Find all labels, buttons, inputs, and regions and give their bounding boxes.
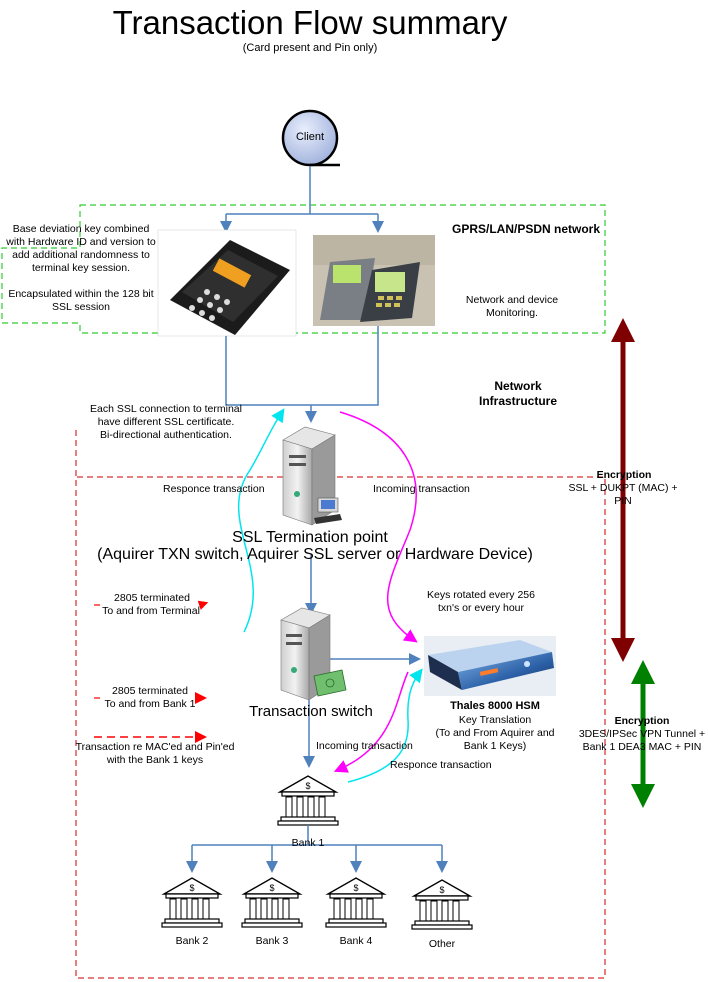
- bank4-label: Bank 4: [339, 935, 373, 947]
- incoming-transaction-bottom-label: Incoming transaction: [316, 740, 413, 752]
- encryption-arrow-bottom: [631, 660, 655, 808]
- incoming-arrow-bottom: [333, 671, 409, 773]
- red-marker-terminal-right: [197, 600, 209, 610]
- ssl-termination-subtitle: (Aquirer TXN switch, Aquirer SSL server …: [97, 546, 533, 563]
- terminal-image-1: [157, 229, 297, 337]
- client-node: [281, 109, 340, 167]
- terminal-note-para1: Base deviation key combined with Hardwar…: [6, 223, 156, 274]
- bank4-icon: $: [325, 877, 387, 928]
- svg-text:$: $: [269, 883, 274, 893]
- terminated-terminal-line1: 2805 terminated: [114, 592, 190, 604]
- svg-text:$: $: [439, 885, 444, 895]
- client-to-terminals-line: [225, 166, 379, 229]
- network-zone-border: [1, 204, 606, 334]
- bank2-icon: $: [161, 877, 223, 928]
- encryption-top-title: Encryption: [596, 469, 652, 481]
- terminated-terminal-line2: To and from Terminal: [102, 605, 200, 617]
- ssl-certificate-note: Each SSL connection to terminal have dif…: [90, 403, 242, 441]
- keys-rotated-note: Keys rotated every 256 txn's or every ho…: [427, 589, 535, 614]
- client-label: Client: [295, 131, 325, 143]
- acquirer-zone-border: [75, 430, 606, 979]
- incoming-arrow-top: [339, 411, 418, 643]
- svg-text:$: $: [353, 883, 358, 893]
- page-subtitle: (Card present and Pin only): [242, 42, 378, 54]
- encryption-bottom-detail: 3DES/IPSec VPN Tunnel + Bank 1 DEA3 MAC …: [578, 728, 706, 753]
- terminated-bank-line1: 2805 terminated: [112, 685, 188, 697]
- bank2-label: Bank 2: [175, 935, 209, 947]
- bank-tree-line: [191, 825, 443, 868]
- ssl-termination-title: SSL Termination point: [232, 529, 388, 546]
- svg-text:$: $: [305, 781, 310, 791]
- hsm-detail: (To and From Aquirer and Bank 1 Keys): [435, 727, 555, 752]
- ssl-server-icon: [282, 426, 342, 526]
- terminated-bank-line2: To and from Bank 1: [104, 698, 196, 710]
- encryption-bottom-title: Encryption: [614, 715, 670, 727]
- encryption-arrow-top: [611, 318, 635, 662]
- transaction-switch-label: Transaction switch: [249, 703, 373, 720]
- response-arrow-bottom: [347, 668, 423, 783]
- page-title: Transaction Flow summary: [112, 4, 508, 41]
- bank1-icon: $: [277, 775, 339, 826]
- bank-other-icon: $: [411, 879, 473, 930]
- incoming-transaction-top-label: Incoming transaction: [373, 483, 470, 495]
- bank-other-label: Other: [428, 938, 456, 950]
- network-zone-title: GPRS/LAN/PSDN network: [451, 222, 601, 236]
- responce-transaction-top-label: Responce transaction: [163, 483, 265, 495]
- remac-note: Transaction re MAC'ed and Pin'ed with th…: [75, 741, 235, 766]
- encryption-top-detail: SSL + DUKPT (MAC) + PIN: [568, 482, 678, 507]
- responce-transaction-bottom-label: Responce transaction: [390, 759, 492, 771]
- bank3-label: Bank 3: [255, 935, 289, 947]
- bank1-label: Bank 1: [291, 837, 325, 849]
- hsm-name: Thales 8000 HSM: [450, 700, 540, 712]
- network-infrastructure-label: Network Infrastructure: [478, 379, 558, 408]
- response-arrow-top: [237, 408, 285, 633]
- hsm-role: Key Translation: [458, 714, 532, 726]
- terminals-to-ssl-line: [225, 326, 379, 420]
- transaction-switch-icon: [280, 607, 347, 701]
- hsm-device-icon: [424, 636, 556, 696]
- svg-text:$: $: [189, 883, 194, 893]
- terminal-note-para2: Encapsulated within the 128 bit SSL sess…: [8, 288, 154, 313]
- network-monitoring-label: Network and device Monitoring.: [465, 294, 559, 319]
- bank3-icon: $: [241, 877, 303, 928]
- terminal-image-2: [313, 235, 435, 326]
